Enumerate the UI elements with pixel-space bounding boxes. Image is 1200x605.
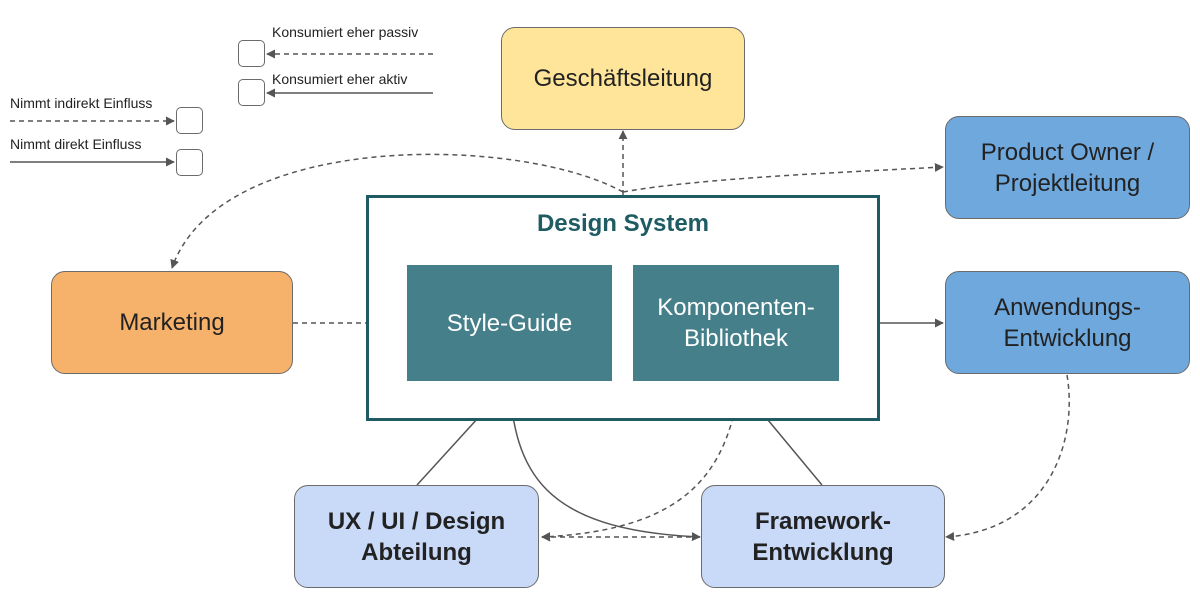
marketing-label: Marketing [119, 309, 225, 336]
legend-label-consumes-active: Konsumiert eher aktiv [272, 71, 408, 87]
style-guide-box: Style-Guide [407, 265, 612, 381]
design-system-title: Design System [536, 210, 710, 237]
app-development-label: Anwendungs- Entwicklung [994, 293, 1141, 352]
management-box: Geschäftsleitung [501, 27, 745, 130]
component-library-label: Komponenten- Bibliothek [657, 294, 815, 352]
legend-box-consumes-active [238, 79, 265, 106]
ux-ui-design-label: UX / UI / Design Abteilung [327, 507, 506, 566]
arrow-ds-to-product-owner [622, 162, 944, 193]
management-label: Geschäftsleitung [533, 65, 713, 92]
ux-ui-design-box: UX / UI / Design Abteilung [294, 485, 539, 588]
component-library-box: Komponenten- Bibliothek [633, 265, 839, 381]
arrow-app-dev-to-framework [945, 374, 1070, 541]
arrow-ds-to-marketing [170, 153, 624, 269]
arrow-library-to-ux [541, 380, 741, 542]
legend-box-consumes-passive [238, 40, 265, 67]
marketing-box: Marketing [51, 271, 293, 374]
framework-development-label: Framework- Entwicklung [752, 507, 894, 566]
product-owner-label: Product Owner / Projektleitung [980, 138, 1155, 197]
legend-box-influence-direct [176, 149, 203, 176]
legend-label-consumes-passive: Konsumiert eher passiv [272, 24, 419, 40]
legend-box-influence-indirect [176, 107, 203, 134]
legend-label-influence-direct: Nimmt direkt Einfluss [10, 136, 142, 152]
app-development-box: Anwendungs- Entwicklung [945, 271, 1190, 374]
framework-development-box: Framework- Entwicklung [701, 485, 945, 588]
style-guide-label: Style-Guide [446, 309, 573, 337]
legend-label-influence-indirect: Nimmt indirekt Einfluss [10, 95, 153, 111]
product-owner-box: Product Owner / Projektleitung [945, 116, 1190, 219]
